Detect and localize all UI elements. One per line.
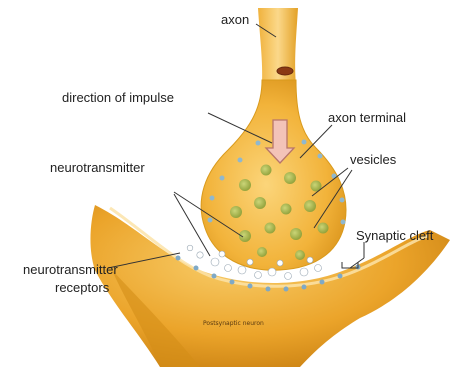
- axon-opening: [277, 67, 293, 75]
- vesicles-label: vesicles: [350, 152, 396, 168]
- axon-terminal-bulb: [201, 80, 346, 270]
- neurotransmitter-receptors-label-line1: neurotransmitter: [23, 262, 118, 278]
- postsynaptic-neuron-label: Postsynaptic neuron: [203, 320, 264, 327]
- axon-terminal-label: axon terminal: [328, 110, 406, 126]
- axon-label: axon: [221, 12, 249, 28]
- synaptic-cleft-label: Synaptic cleft: [356, 228, 433, 244]
- neurotransmitter-receptors-label-line2: receptors: [55, 280, 109, 296]
- neurotransmitter-label: neurotransmitter: [50, 160, 145, 176]
- direction-of-impulse-label: direction of impulse: [62, 90, 174, 106]
